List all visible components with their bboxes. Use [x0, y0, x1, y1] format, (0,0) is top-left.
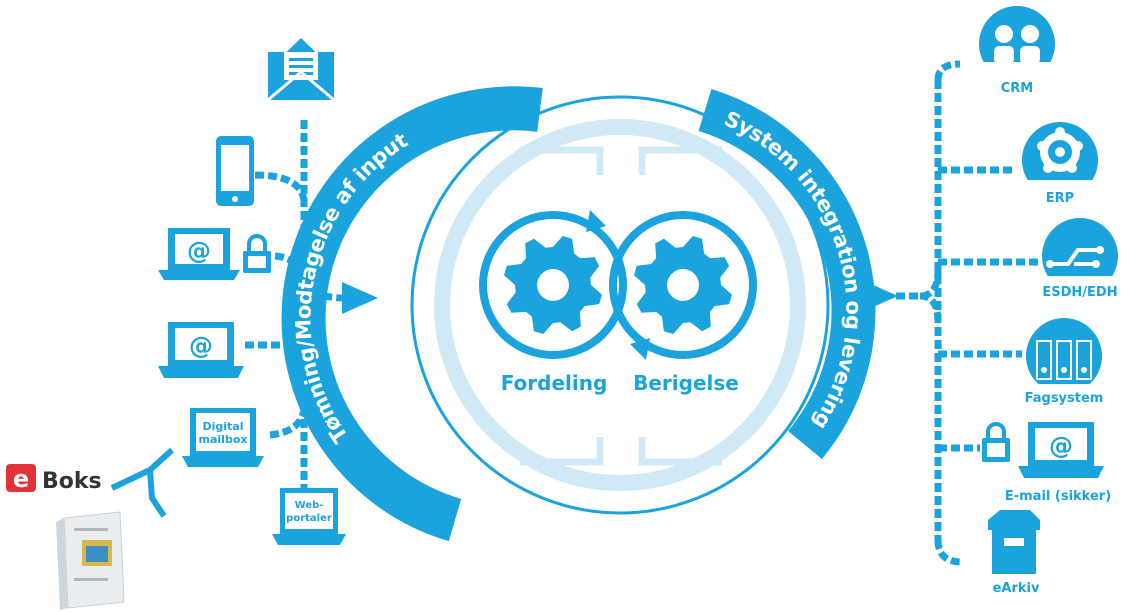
binders-icon: [1022, 318, 1106, 404]
smartphone-icon: [216, 136, 254, 206]
left-arc-band: [281, 86, 543, 542]
left-gear-arrow: [586, 210, 606, 232]
left-arrow-head: [342, 282, 378, 314]
software-box-icon: [56, 511, 125, 610]
svg-text:@: @: [1049, 432, 1073, 460]
archive-box-icon: [988, 510, 1040, 574]
fork-connector-icon: [110, 447, 175, 518]
lock-icon: [982, 422, 1010, 462]
earkiv-label: eArkiv: [993, 581, 1040, 596]
gear-icon: [504, 236, 602, 334]
berigelse-label: Berigelse: [633, 371, 739, 395]
right-panel: CRM ERP ESDH/EDH: [862, 6, 1122, 596]
hub-inner-ring: [434, 119, 806, 491]
circuit-icon: [1038, 218, 1122, 298]
fordeling-label: Fordeling: [501, 371, 608, 395]
hub-bracket-left-top: [520, 146, 604, 175]
right-trunk-top: [934, 60, 961, 81]
erp-icon: [1018, 122, 1102, 202]
crm-icon: [975, 6, 1059, 84]
gear-icon: [634, 236, 732, 334]
branch-mailbox: [269, 409, 308, 439]
svg-text:@: @: [187, 237, 211, 265]
eboks-logo-text: Boks: [42, 469, 102, 494]
hub-bracket-right-bottom: [638, 437, 722, 466]
laptop-at-icon: @: [158, 228, 240, 280]
laptop-at-icon: @: [1018, 422, 1104, 478]
eboks-logo-e: e: [13, 465, 29, 493]
laptop-at-icon: @: [158, 322, 244, 378]
left-gear-ring: [479, 211, 627, 359]
right-arrow-stem: [896, 269, 942, 300]
hub-bracket-right-top: [638, 146, 722, 175]
email-secure-label: E-mail (sikker): [1005, 489, 1111, 504]
esdh-label: ESDH/EDH: [1042, 285, 1117, 300]
erp-label: ERP: [1046, 191, 1074, 206]
lock-icon: [243, 234, 271, 273]
crm-label: CRM: [1001, 81, 1034, 96]
hub-bracket-left-bottom: [520, 437, 604, 466]
webportaler-label: Web-portaler: [286, 500, 332, 524]
right-arc-band: [698, 88, 876, 460]
envelope-icon: [267, 38, 335, 102]
right-gear-ring: [609, 211, 757, 359]
fagsystem-label: Fagsystem: [1025, 391, 1104, 406]
center-hub: Tømning/Modtagelse af input System integ…: [281, 86, 876, 542]
eboks-logo: e Boks: [6, 464, 102, 494]
branch-phone: [254, 171, 308, 201]
webportaler-icon: Web-portaler: [272, 488, 346, 545]
right-arrow-head: [862, 280, 898, 312]
right-trunk-bottom: [934, 539, 963, 566]
svg-text:@: @: [189, 332, 213, 360]
right-gear-arrow: [630, 338, 650, 360]
